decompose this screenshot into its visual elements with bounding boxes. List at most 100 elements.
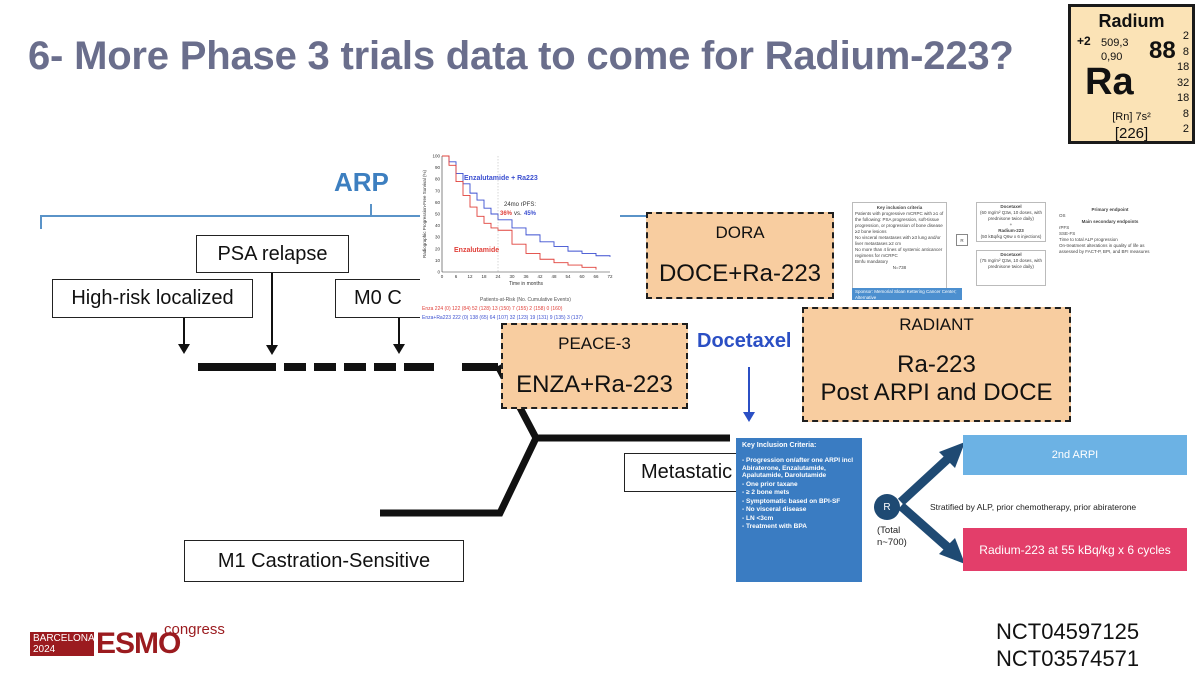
km-annotation-combo: 45% (524, 211, 537, 217)
randomization-arrow-down (898, 502, 956, 556)
dora-arm1-ra-text: (50 kBq/kg Q6w x 6 injections) (980, 234, 1042, 239)
arpi-bracket-line (40, 215, 420, 217)
peace3-trial-regimen: ENZA+Ra-223 (516, 370, 673, 398)
dora-r-circle: R (956, 234, 968, 246)
dora-trial-box: DORA DOCE+Ra-223 (646, 212, 834, 299)
timeline-bar-dash (344, 363, 366, 371)
dora-ep-secondary-item: Time to total ALP progression (1059, 237, 1118, 242)
slide-title: 6- More Phase 3 trials data to come for … (28, 34, 1014, 78)
dora-trial-schema: Key inclusion criteria Patients with pro… (848, 198, 1188, 296)
km-annotation-title: 24mo rPFS: (504, 202, 536, 208)
element-shell: 2 (1182, 30, 1189, 42)
element-shell: 32 (1177, 76, 1190, 89)
km-y-tick: 30 (435, 235, 441, 240)
dora-trial-regimen: DOCE+Ra-223 (658, 260, 822, 288)
timeline-bar-dash (462, 363, 498, 371)
dora-ep-primary: OS (1059, 213, 1066, 218)
km-curve-enza (442, 155, 597, 270)
element-electronegativity: 0,90 (1101, 51, 1123, 63)
dora-arm1-box: Docetaxel (60 mg/m² Q3w, 10 doses, with … (976, 202, 1046, 242)
km-y-tick: 90 (435, 165, 441, 170)
psa-relapse-arrow-icon (266, 273, 278, 355)
km-patients-at-risk: Patients-at-Risk (No. Cumulative Events)… (422, 296, 583, 323)
km-x-tick: 24 (495, 274, 501, 279)
element-oxidation: +2 (1077, 34, 1091, 48)
km-y-label: Radiographic Progression-Free Survival (… (422, 169, 427, 258)
km-risk-row-enza: Enza 224 (0) 122 (84) 52 (128) 13 (150) … (422, 306, 563, 312)
km-x-tick: 36 (523, 274, 529, 279)
metastatic-box: Metastatic (624, 453, 740, 492)
dora-arm2-box: Docetaxel (75 mg/m² Q3w, 10 doses, with … (976, 250, 1046, 286)
logo-city-year: BARCELONA 2024 (30, 632, 95, 656)
km-series-enza-label: Enzalutamide (454, 247, 499, 254)
docetaxel-arrowhead-icon (743, 412, 755, 422)
timeline-bar-dash (404, 363, 434, 371)
docetaxel-arrow-icon (748, 367, 750, 417)
fork-lower-line (380, 436, 540, 517)
arm-2nd-arpi-box: 2nd ARPI (963, 435, 1187, 475)
dora-criteria-item: No visceral metastases with ≥3 lung and/… (855, 235, 941, 246)
km-x-tick: 54 (565, 274, 571, 279)
element-shell: 2 (1182, 123, 1189, 135)
dora-ep-secondary-item: On-treatment alterations in quality of l… (1059, 243, 1150, 254)
km-x-tick: 60 (579, 274, 585, 279)
km-y-tick: 10 (435, 258, 441, 263)
stratification-text: Stratified by ALP, prior chemotherapy, p… (930, 502, 1137, 512)
km-y-tick: 100 (432, 154, 440, 159)
nct-id: NCT03574571 (996, 646, 1140, 671)
km-series-combo-label: Enzalutamide + Ra223 (464, 175, 538, 182)
km-x-tick: 12 (467, 274, 473, 279)
dora-criteria-item: Bmfu mandatory (855, 259, 889, 264)
km-annotation-enza: 36% (500, 211, 513, 217)
m0-box: M0 C (335, 279, 425, 318)
arpi-bracket-mid-tick (370, 204, 372, 216)
km-y-tick: 40 (435, 223, 441, 228)
dora-criteria-item: N=738 (892, 265, 907, 270)
inclusion-criteria-item: Symptomatic based on BPI-SF (742, 498, 856, 506)
km-risk-title: Patients-at-Risk (No. Cumulative Events) (480, 297, 571, 303)
radiant-trial-box: RADIANT Ra-223 Post ARPI and DOCE (802, 307, 1071, 422)
logo-congress: congress (164, 621, 225, 638)
inclusion-criteria-box: Key Inclusion Criteria: Progression on/a… (736, 438, 862, 582)
dora-ep-secondary-item: SSE-FS (1059, 231, 1076, 236)
dora-arm2-title: Docetaxel (1000, 252, 1022, 257)
randomization-arrow-up (897, 450, 957, 506)
element-melting-point: 509,3 (1101, 37, 1129, 49)
dora-arm1-ra: Radium-223 (998, 228, 1024, 233)
timeline-bar-solid (198, 363, 276, 371)
randomization-total-line2: n~700) (877, 537, 907, 548)
esmo-congress-logo: BARCELONA 2024 ESMO congress (30, 621, 230, 663)
km-risk-row-combo: Enza+Ra223 222 (0) 138 (65) 64 (107) 32 … (422, 315, 583, 321)
element-name: Radium (1098, 11, 1165, 31)
dora-arm1-title: Docetaxel (1000, 204, 1022, 209)
dora-criteria-item: Patients with progressive mCRPC with ≥1 … (855, 211, 944, 228)
randomization-arrows (897, 442, 965, 564)
radiant-trial-line2: Post ARPI and DOCE (820, 379, 1053, 406)
dora-criteria-box: Key inclusion criteria Patients with pro… (852, 202, 947, 290)
km-y-tick: 0 (437, 270, 440, 275)
inclusion-criteria-list: Progression on/after one ARPI incl Abira… (742, 457, 856, 531)
dora-criteria-item: No more than 4 lines of systemic antican… (855, 247, 943, 258)
km-x-tick: 72 (607, 274, 613, 279)
element-shells: 2 8 18 32 18 8 2 (1177, 29, 1189, 138)
element-shell: 18 (1177, 61, 1190, 73)
dora-endpoints-box: Primary endpoint OS Main secondary endpo… (1058, 206, 1162, 286)
dora-arm2-text: (75 mg/m² Q3w, 10 doses, with prednisone… (979, 258, 1043, 269)
element-shell: 8 (1182, 45, 1189, 58)
element-symbol: Ra (1085, 61, 1134, 103)
element-shell: 8 (1182, 107, 1189, 120)
high-risk-localized-box: High-risk localized (52, 279, 253, 318)
nct-identifiers: NCT04597125 NCT03574571 (996, 618, 1139, 672)
km-x-tick: 18 (481, 274, 487, 279)
logo-city: BARCELONA (33, 633, 95, 644)
timeline-bar-dash (374, 363, 396, 371)
inclusion-criteria-title: Key Inclusion Criteria: (742, 442, 817, 449)
km-x-tick: 48 (551, 274, 557, 279)
dora-arm1-text: (60 mg/m² Q3w, 10 doses, with prednisone… (979, 210, 1043, 221)
inclusion-criteria-item: ≥ 2 bone mets (742, 489, 856, 497)
km-y-tick: 50 (435, 212, 441, 217)
inclusion-criteria-item: LN <3cm (742, 515, 856, 523)
dora-sponsor-bar: Sponsor: Memorial Sloan Kettering Cancer… (852, 288, 962, 300)
